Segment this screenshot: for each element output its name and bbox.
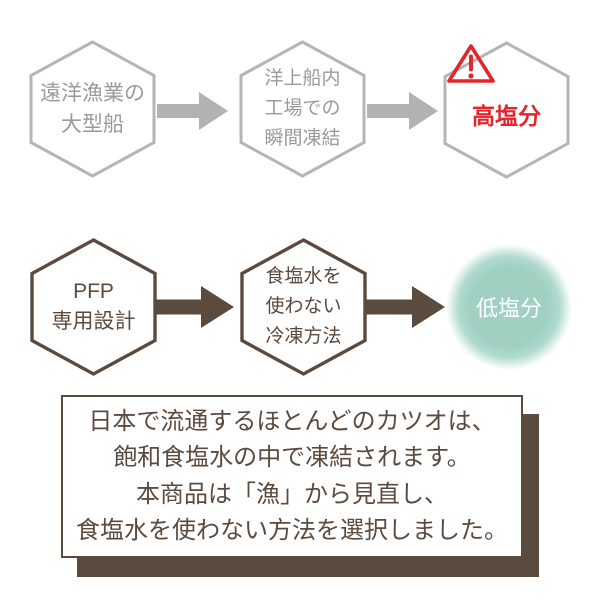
hex-result-high-salt: 高塩分 xyxy=(443,41,570,179)
step-label-line: PFP xyxy=(73,280,114,303)
low-salt-label: 低塩分 xyxy=(475,296,542,321)
note-box: 日本で流通するほとんどのカツオは、 飽和食塩水の中で凍結されます。 本商品は「漁… xyxy=(61,395,523,558)
step-label-line: 瞬間凍結 xyxy=(264,128,341,149)
hex-step-deep-sea-fishing: 遠洋漁業の 大型船 xyxy=(29,40,156,178)
step-label-line: 使わない xyxy=(265,296,342,317)
hex-step-onboard-freezing: 洋上船内 工場での 瞬間凍結 xyxy=(239,40,366,178)
step-label-line: 冷凍方法 xyxy=(265,326,342,347)
hexagon-outline xyxy=(29,40,156,178)
hex-step-no-brine-freezing: 食塩水を 使わない 冷凍方法 xyxy=(240,238,367,376)
step-label-line: 専用設計 xyxy=(51,310,136,333)
step-label-line: 工場での xyxy=(264,98,341,119)
note-line: 飽和食塩水の中で凍結されます。 xyxy=(113,444,471,471)
arrow-right-icon xyxy=(366,286,445,328)
note-line: 本商品は「漁」から見直し、 xyxy=(136,480,448,508)
arrow-right-icon xyxy=(367,92,438,130)
hexagon-outline xyxy=(240,238,367,376)
hexagon-outline xyxy=(239,40,366,178)
arrow-right-icon xyxy=(155,286,234,328)
note-line: 日本で流通するほとんどのカツオは、 xyxy=(88,407,496,435)
note-line: 食塩水を使わない方法を選択しました。 xyxy=(76,517,508,544)
hexagon-outline xyxy=(30,238,157,376)
step-label-line: 洋上船内 xyxy=(264,68,341,89)
low-salt-badge: 低塩分 xyxy=(446,244,572,370)
warning-icon xyxy=(447,44,495,83)
high-salt-label: 高塩分 xyxy=(472,102,541,129)
hexagon-outline xyxy=(443,41,570,179)
step-label-line: 食塩水を xyxy=(265,266,342,287)
step-label-line: 大型船 xyxy=(61,113,124,136)
hex-step-pfp-design: PFP 専用設計 xyxy=(30,238,157,376)
step-label-line: 遠洋漁業の xyxy=(40,82,145,105)
arrow-right-icon xyxy=(157,92,228,130)
